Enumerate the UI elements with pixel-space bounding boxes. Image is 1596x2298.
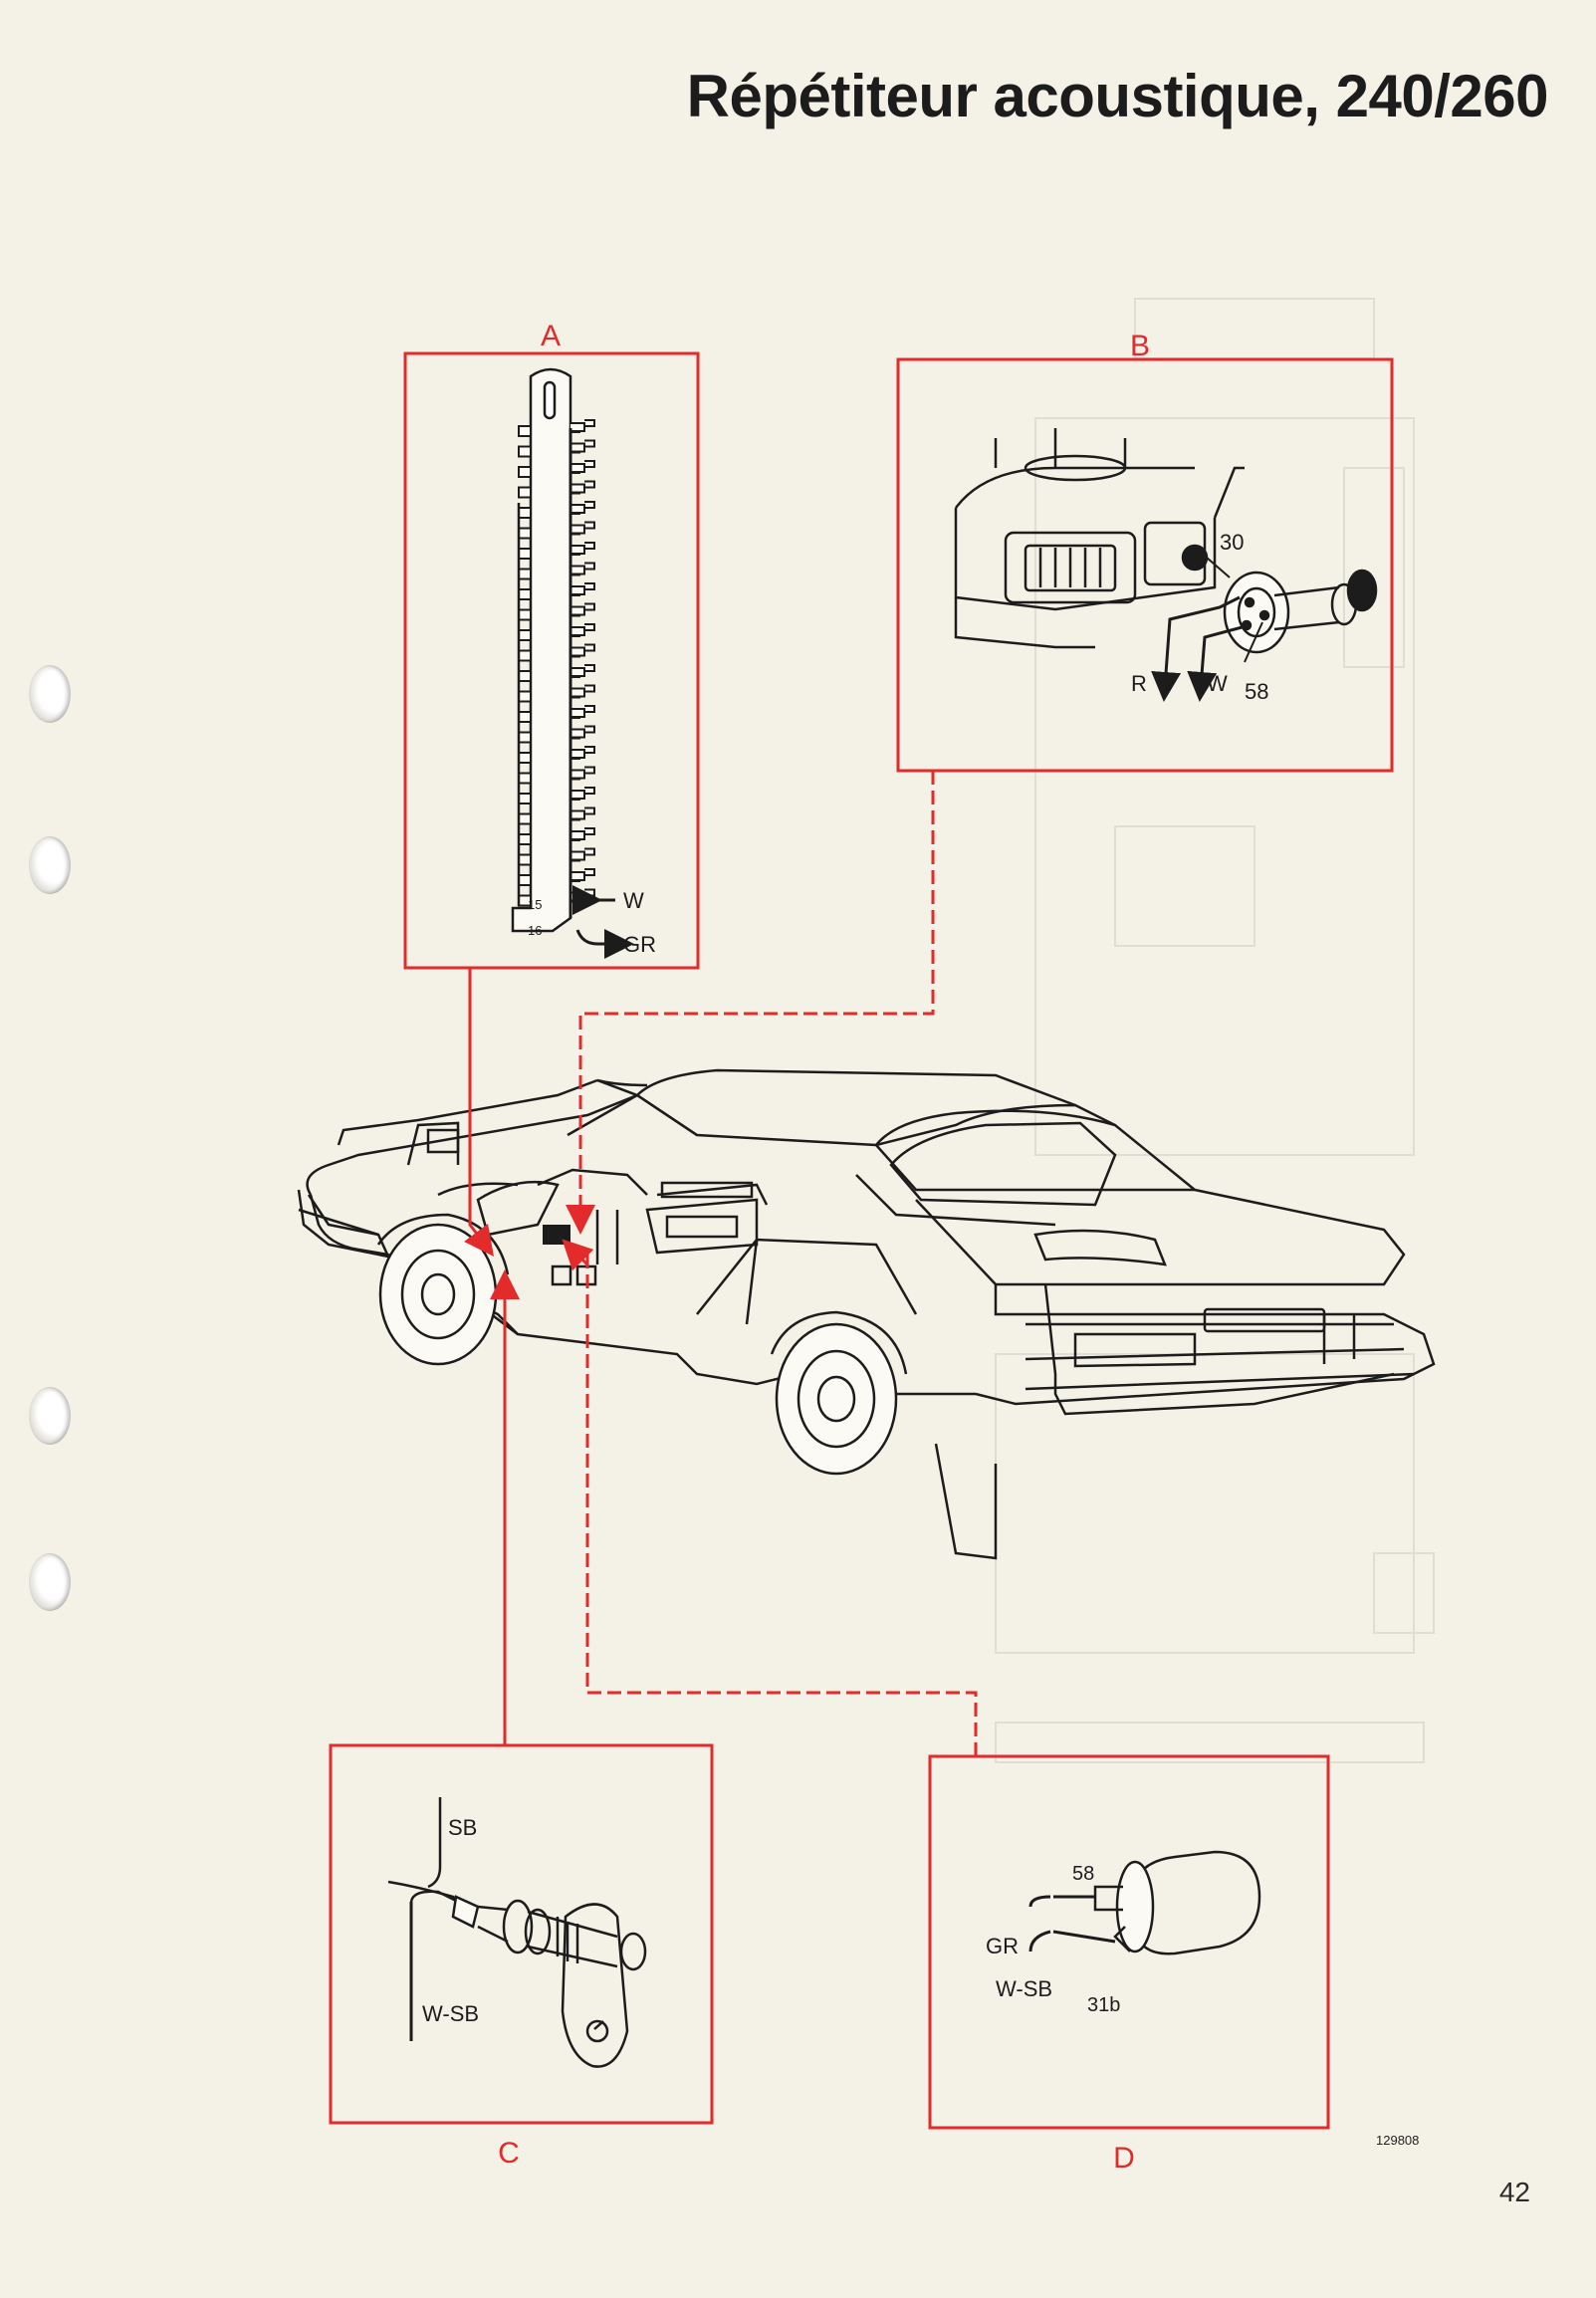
terminal-58-label: 58 <box>1245 679 1268 704</box>
leader-b-dashed <box>578 771 935 1213</box>
page-title: Répétiteur acoustique, 240/260 <box>686 63 1549 129</box>
fuse-terminal <box>518 582 595 600</box>
leader-d-arrow <box>562 1239 594 1271</box>
callout-box-b: B <box>896 330 1394 773</box>
callout-c-letter: C <box>498 2137 520 2170</box>
callout-b-letter: B <box>1130 330 1150 362</box>
fuse-box-illustration <box>511 367 595 933</box>
wire-label-w-b: W <box>1207 671 1228 696</box>
callout-box-d: D 58 GR W-SB 31b <box>928 1754 1330 2175</box>
fuse-terminal <box>518 460 595 478</box>
binder-hole-3 <box>29 1387 71 1445</box>
fuse-terminal <box>518 725 595 744</box>
wire-label-sb: SB <box>448 1815 477 1840</box>
leader-a <box>464 968 494 1257</box>
callout-a-letter: A <box>541 320 561 352</box>
callout-d-letter: D <box>1113 2142 1135 2175</box>
fuse-terminal <box>518 847 595 866</box>
wire-label-r: R <box>1131 671 1147 696</box>
callout-box-c: C SB W-SB <box>329 1743 714 2170</box>
fuse-terminal <box>518 542 595 560</box>
door-switch-illustration <box>387 1797 647 2068</box>
buzzer-relay-illustration <box>1028 1850 1261 1955</box>
fuse-terminal <box>518 602 595 621</box>
fuse-terminal <box>518 664 595 682</box>
fuse-terminal <box>518 562 595 580</box>
binder-hole-2 <box>29 836 71 894</box>
terminal-30-label: 30 <box>1220 530 1244 555</box>
binder-hole-4 <box>29 1553 71 1611</box>
dashboard-switch-illustration <box>954 428 1378 702</box>
wire-label-w-sb-d: W-SB <box>996 1976 1052 2001</box>
fuse-terminal <box>518 439 595 458</box>
fuse-box-wires <box>572 885 634 959</box>
binder-hole-1 <box>29 665 71 723</box>
fuse-terminal <box>518 705 595 723</box>
car-illustration <box>297 1068 1436 1560</box>
fuse-terminal <box>518 501 595 519</box>
wire-label-w: W <box>623 888 644 913</box>
fuse-terminal <box>518 521 595 540</box>
fuse-terminal <box>518 684 595 703</box>
fuse-terminal <box>518 766 595 785</box>
terminal-58-d-label: 58 <box>1072 1863 1094 1885</box>
fuse-terminal <box>518 787 595 804</box>
callout-leaders <box>464 771 978 1756</box>
wire-label-gr-d: GR <box>986 1934 1019 1958</box>
fuse-terminal <box>518 746 595 764</box>
fuse-16-label: 16 <box>528 923 542 938</box>
wire-label-gr: GR <box>623 932 656 957</box>
callout-box-a: A 15 16 W GR <box>403 320 700 970</box>
fuse-terminal <box>518 623 595 641</box>
fuse-terminal <box>518 419 595 437</box>
background-bleed <box>995 298 1435 1763</box>
fuse-terminal <box>518 806 595 825</box>
fuse-terminal <box>518 643 595 662</box>
figure-reference: 129808 <box>1376 2133 1420 2148</box>
fuse-terminal <box>518 827 595 845</box>
wire-label-w-sb-c: W-SB <box>422 2001 479 2026</box>
fuse-rows <box>518 419 595 907</box>
fuse-terminal <box>518 868 595 886</box>
fuse-terminal <box>518 480 595 499</box>
fuse-15-label: 15 <box>528 897 542 912</box>
leader-d-dashed <box>585 1255 978 1756</box>
terminal-31b-label: 31b <box>1087 1994 1120 2016</box>
page-number: 42 <box>1498 2177 1530 2207</box>
